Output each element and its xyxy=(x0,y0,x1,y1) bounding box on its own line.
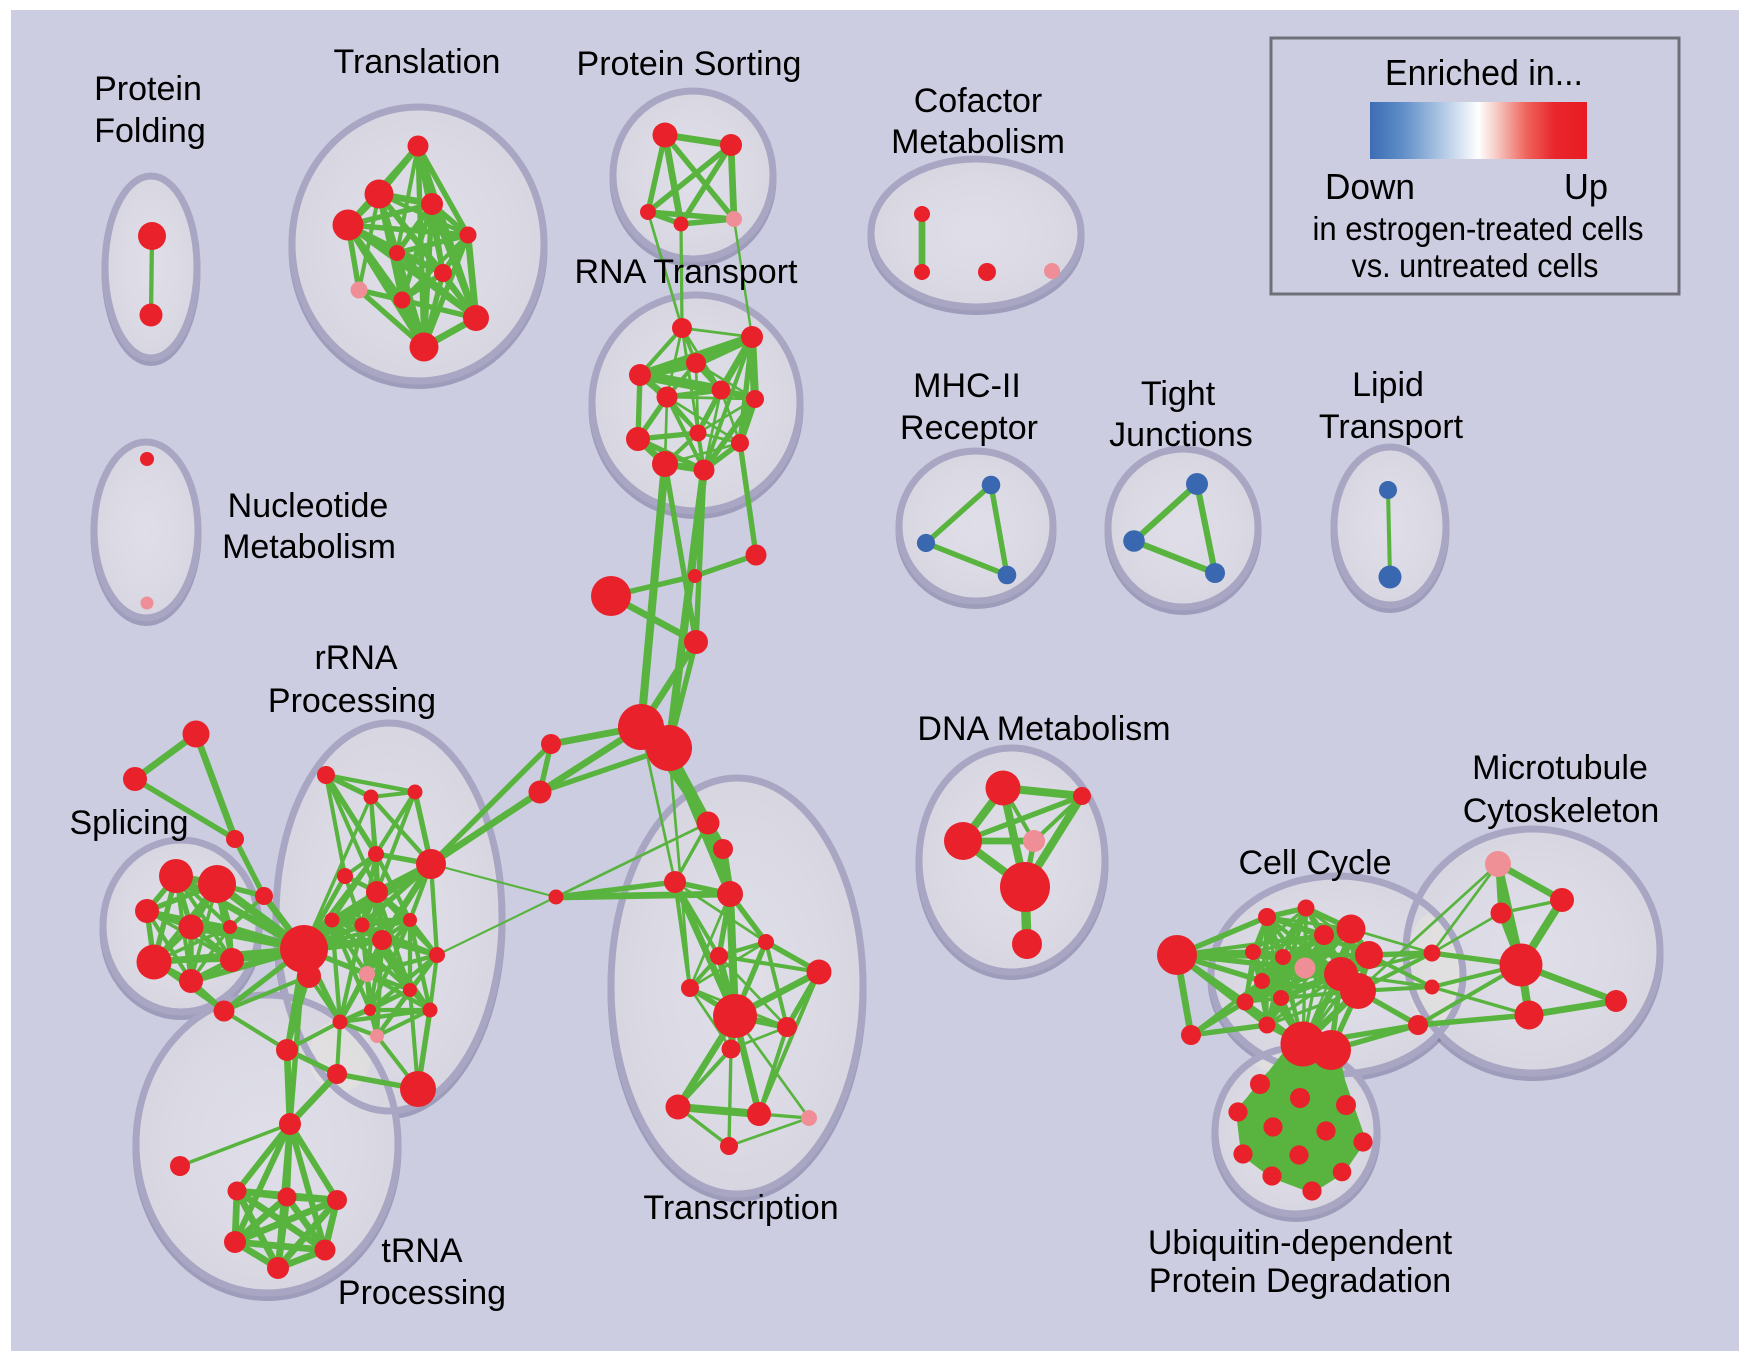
svg-text:Transcription: Transcription xyxy=(643,1189,838,1227)
svg-text:RNA Transport: RNA Transport xyxy=(575,253,799,291)
svg-text:vs. untreated cells: vs. untreated cells xyxy=(1352,247,1599,284)
svg-text:Nucleotide: Nucleotide xyxy=(228,487,389,525)
svg-text:Junctions: Junctions xyxy=(1109,416,1253,454)
svg-text:Microtubule: Microtubule xyxy=(1472,749,1648,787)
svg-text:Protein: Protein xyxy=(94,70,202,108)
svg-text:Translation: Translation xyxy=(334,43,501,81)
svg-text:Metabolism: Metabolism xyxy=(222,528,396,566)
svg-text:rRNA: rRNA xyxy=(314,639,397,677)
svg-text:Receptor: Receptor xyxy=(900,409,1038,447)
svg-text:DNA Metabolism: DNA Metabolism xyxy=(917,710,1170,748)
svg-text:Cofactor: Cofactor xyxy=(914,82,1043,120)
svg-text:Down: Down xyxy=(1325,166,1415,207)
svg-text:Enriched in...: Enriched in... xyxy=(1385,52,1583,93)
svg-text:in estrogen-treated cells: in estrogen-treated cells xyxy=(1313,210,1644,247)
svg-text:Splicing: Splicing xyxy=(69,804,188,842)
svg-text:Cell Cycle: Cell Cycle xyxy=(1238,844,1391,882)
svg-text:tRNA: tRNA xyxy=(381,1232,463,1270)
svg-text:Transport: Transport xyxy=(1319,408,1464,446)
svg-text:Tight: Tight xyxy=(1141,375,1216,413)
svg-text:MHC-II: MHC-II xyxy=(913,367,1021,405)
svg-text:Lipid: Lipid xyxy=(1352,366,1424,404)
svg-text:Metabolism: Metabolism xyxy=(891,123,1065,161)
svg-text:Protein Degradation: Protein Degradation xyxy=(1149,1262,1451,1300)
svg-text:Ubiquitin-dependent: Ubiquitin-dependent xyxy=(1148,1224,1453,1262)
svg-text:Processing: Processing xyxy=(338,1274,506,1312)
svg-text:Protein Sorting: Protein Sorting xyxy=(577,45,802,83)
svg-text:Processing: Processing xyxy=(268,682,436,720)
svg-text:Up: Up xyxy=(1564,166,1608,207)
svg-text:Folding: Folding xyxy=(94,112,206,150)
svg-text:Cytoskeleton: Cytoskeleton xyxy=(1463,792,1660,830)
